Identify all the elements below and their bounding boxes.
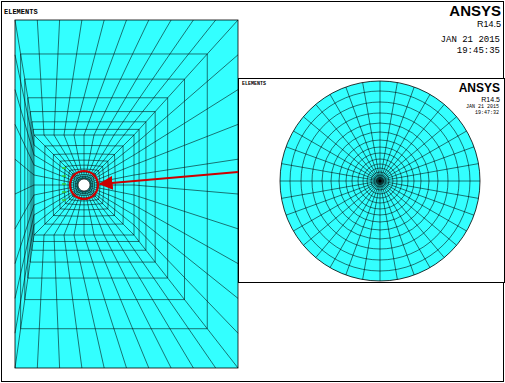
- symmetry-marker: [62, 183, 66, 185]
- mesh-line: [15, 20, 80, 181]
- hole: [78, 179, 90, 191]
- version-number: R14.5: [481, 96, 500, 103]
- mesh-line: [380, 81, 381, 181]
- mesh-line: [380, 164, 478, 181]
- mesh-line: [21, 54, 208, 329]
- mesh-line: [64, 20, 82, 179]
- mesh-line: [15, 186, 78, 229]
- mesh-line: [380, 181, 480, 182]
- mesh-line: [286, 181, 380, 215]
- mesh-line: [88, 190, 216, 368]
- mesh-line: [85, 20, 149, 179]
- mesh-line: [15, 55, 79, 181]
- mesh-line: [54, 190, 81, 368]
- mesh-line: [89, 188, 238, 298]
- date-stamp: JAN 21 2015: [441, 36, 500, 45]
- mesh-line: [380, 181, 397, 279]
- mesh-line: [88, 20, 238, 181]
- mesh-line: [380, 181, 381, 281]
- mesh-region: [15, 20, 238, 368]
- date-stamp: JAN 21 2015: [466, 105, 499, 110]
- mesh-line: [88, 20, 216, 180]
- time-stamp: 19:45:35: [457, 47, 500, 56]
- mesh-line: [85, 191, 149, 368]
- mesh-line: [280, 181, 380, 182]
- highlight-circle: [70, 171, 98, 199]
- mesh-line: [54, 20, 81, 180]
- mesh-line: [363, 83, 380, 181]
- mesh-line: [89, 90, 238, 182]
- mesh-line: [15, 188, 79, 298]
- mesh-line: [380, 117, 457, 181]
- software-name: ANSYS: [449, 3, 501, 18]
- mesh-line: [86, 191, 171, 368]
- symmetry-marker: [62, 167, 66, 169]
- software-name: ANSYS: [459, 82, 500, 94]
- mesh-line: [346, 87, 380, 181]
- mesh-line: [87, 190, 193, 368]
- mesh-line: [88, 189, 238, 368]
- mesh-line: [90, 187, 238, 263]
- main-mesh: [15, 20, 238, 368]
- inset-disk: [280, 81, 480, 281]
- zoom-arrow: [100, 172, 238, 184]
- mesh-line: [90, 159, 238, 184]
- mesh-line: [15, 187, 78, 263]
- version-number: R14.5: [477, 20, 501, 29]
- symmetry-marker: [62, 199, 66, 201]
- mesh-line: [380, 147, 474, 181]
- inset-panel: [239, 79, 505, 283]
- mesh-line: [380, 181, 444, 258]
- mesh-line: [84, 191, 127, 368]
- disk-mesh: [280, 81, 480, 281]
- mesh-line: [330, 181, 380, 268]
- mesh-line: [90, 185, 238, 194]
- mesh-line: [15, 189, 80, 368]
- mesh-line: [15, 185, 78, 194]
- mesh-line: [282, 181, 380, 198]
- window-title: ELEMENTS: [4, 9, 38, 16]
- symmetry-markers: [62, 168, 66, 200]
- mesh-line: [380, 181, 467, 231]
- window-title: ELEMENTS: [242, 82, 266, 87]
- mesh-line: [15, 159, 78, 184]
- mesh-line: [87, 20, 193, 180]
- symmetry-marker: [62, 175, 66, 177]
- mesh-line: [15, 124, 78, 182]
- mesh-line: [316, 104, 380, 181]
- mesh-line: [37, 20, 80, 180]
- mesh-line: [64, 191, 82, 368]
- time-stamp: 19:47:32: [475, 111, 499, 116]
- mesh-line: [15, 90, 79, 182]
- mesh-line: [89, 55, 238, 181]
- mesh-line: [84, 20, 127, 179]
- mesh-line: [78, 179, 90, 191]
- mesh-line: [303, 181, 380, 245]
- mesh-line: [380, 181, 414, 275]
- mesh-line: [380, 94, 430, 181]
- mesh-line: [89, 189, 238, 333]
- symmetry-marker: [62, 191, 66, 193]
- mesh-line: [15, 189, 79, 333]
- mesh-line: [74, 20, 104, 179]
- mesh-line: [293, 131, 380, 181]
- mesh-line: [37, 190, 80, 368]
